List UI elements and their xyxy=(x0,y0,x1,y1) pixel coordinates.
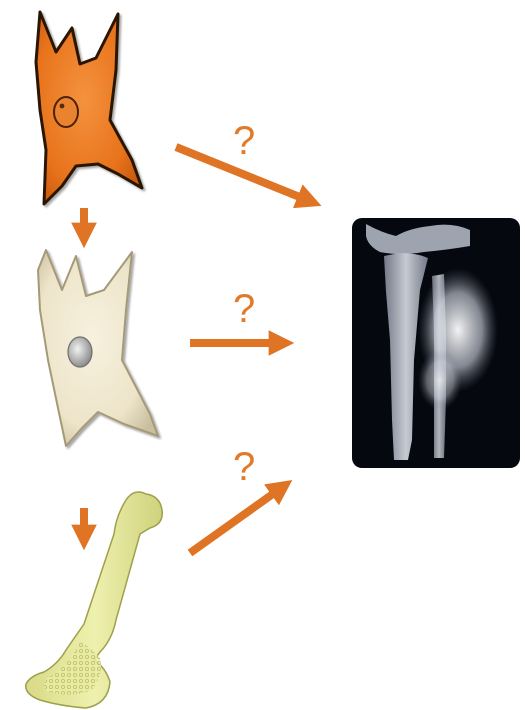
tumor-xray xyxy=(352,218,520,468)
bone-cell xyxy=(38,250,158,446)
bone xyxy=(26,492,162,708)
nucleus-icon xyxy=(54,97,78,127)
stem-cell xyxy=(36,12,142,204)
question-mark-top: ? xyxy=(233,119,255,163)
question-mark-bottom: ? xyxy=(233,445,255,489)
question-mark-middle: ? xyxy=(233,287,255,331)
arrow-bone-to-tumor xyxy=(190,486,284,553)
nucleus-icon xyxy=(68,337,92,367)
